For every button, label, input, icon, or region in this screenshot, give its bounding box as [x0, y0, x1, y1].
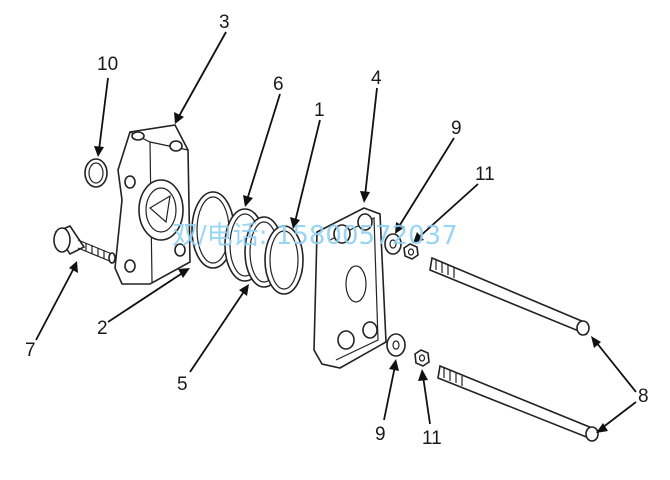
watermark-text: 双/电话: 15800572037	[172, 221, 458, 251]
part-4-cover-plate	[313, 207, 387, 369]
callout-7: 7	[25, 340, 36, 361]
callout-10: 10	[97, 54, 118, 75]
callout-3: 3	[219, 12, 230, 33]
callout-11-bottom: 11	[422, 428, 442, 449]
callout-8: 8	[638, 386, 649, 407]
part-11-nut-bottom	[414, 349, 430, 367]
callout-4: 4	[371, 68, 382, 89]
part-9-washer-top	[384, 233, 402, 255]
callout-1: 1	[314, 100, 325, 121]
part-9-washer-bottom	[386, 333, 406, 357]
part-11-nut-top	[403, 243, 419, 260]
part-7-bolt	[53, 225, 116, 264]
part-8-tie-rod-bottom	[437, 364, 599, 442]
callout-6: 6	[273, 74, 284, 95]
callout-labels: 3 10 6 1 4 9 11 7 2 5 9 11 8	[25, 12, 649, 449]
part-3-housing	[114, 124, 191, 285]
callout-11-top: 11	[475, 164, 495, 185]
callout-9-top: 9	[451, 118, 462, 139]
callout-9-bottom: 9	[375, 424, 386, 445]
part-10-small-oring	[84, 158, 108, 188]
leader-lines	[35, 31, 637, 433]
part-1-oring	[264, 225, 304, 295]
callout-2: 2	[97, 318, 108, 339]
callout-5: 5	[177, 374, 188, 395]
part-8-tie-rod-top	[429, 256, 590, 336]
